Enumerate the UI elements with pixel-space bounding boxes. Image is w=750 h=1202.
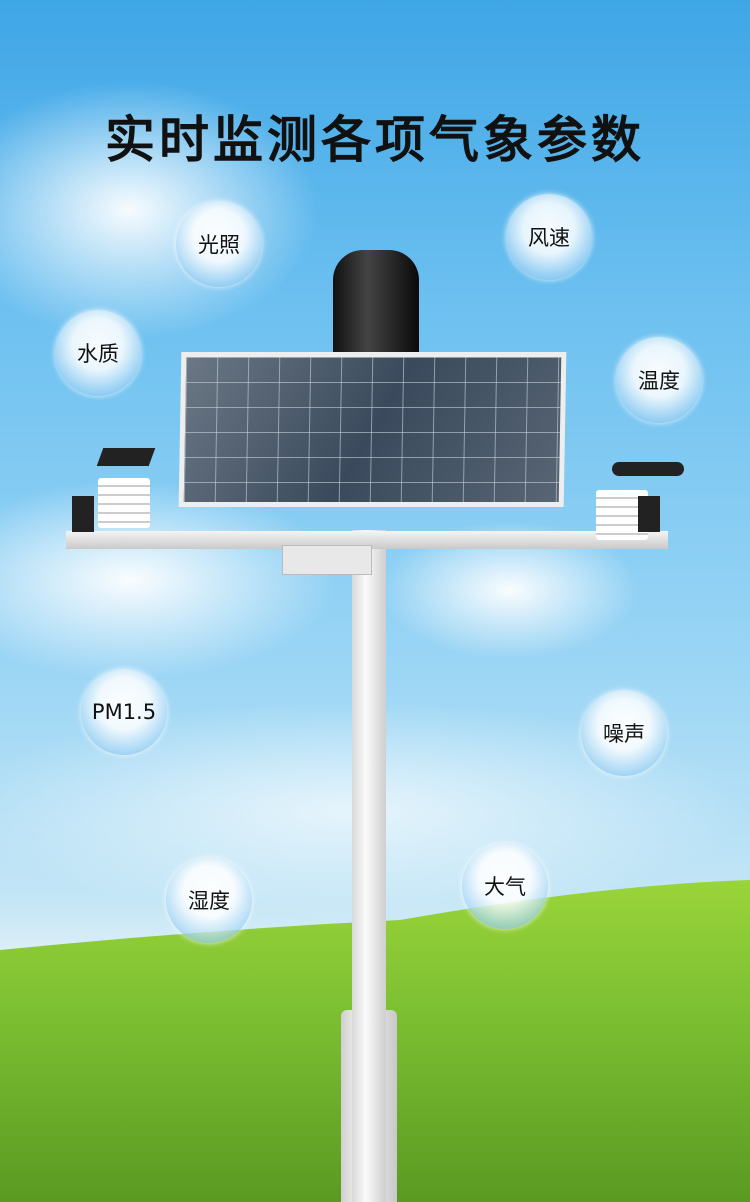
bubble-light: 光照 [176, 201, 262, 287]
wind-vane [72, 496, 94, 532]
cloud [0, 480, 340, 680]
bubble-humidity: 湿度 [166, 857, 252, 943]
rain-gauge [333, 250, 419, 353]
wind-vane-tail [96, 448, 156, 466]
cloud [0, 80, 320, 340]
pole [352, 530, 386, 1202]
crossarm [66, 531, 668, 549]
solar-panel [178, 352, 567, 507]
control-box [282, 545, 372, 575]
bubble-temperature: 温度 [616, 337, 702, 423]
bubble-atmosphere: 大气 [462, 843, 548, 929]
page-title: 实时监测各项气象参数 [105, 111, 645, 169]
bubble-water-quality: 水质 [55, 310, 141, 396]
bubble-wind-speed: 风速 [506, 194, 592, 280]
anemometer [638, 496, 660, 532]
bubble-pm: PM1.5 [81, 669, 167, 755]
bubble-noise: 噪声 [581, 690, 667, 776]
louver-shield [98, 478, 150, 528]
anemometer-cups [612, 462, 684, 476]
